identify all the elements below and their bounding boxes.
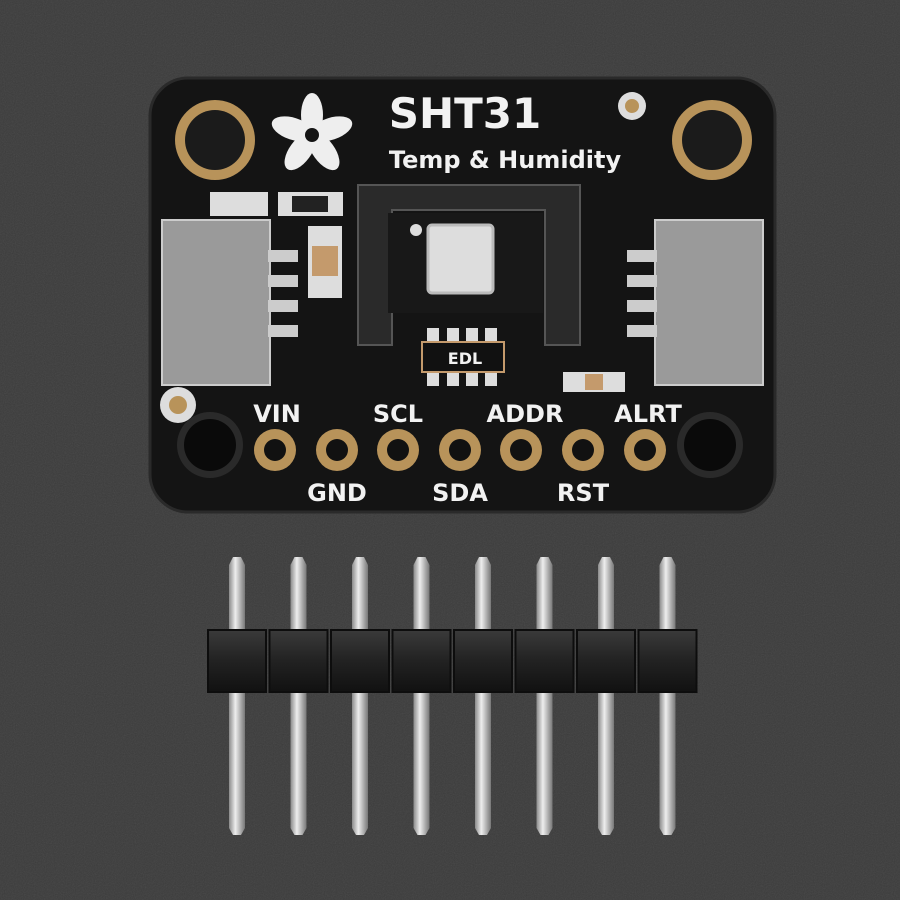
header-pin (229, 557, 245, 835)
sht31-sensor-chip (410, 223, 495, 295)
pad-vin (254, 429, 296, 471)
header-pads (254, 429, 666, 471)
header-plastic-segment (453, 629, 513, 693)
label-addr: ADDR (487, 400, 564, 428)
level-shifter-chip: EDL (421, 328, 505, 386)
stemma-qt-connector-right (627, 219, 764, 386)
pad-scl (377, 429, 419, 471)
header-plastic-segment (514, 629, 575, 693)
label-alrt: ALRT (614, 400, 682, 428)
pad-rst (562, 429, 604, 471)
header-pin (659, 557, 676, 835)
sht31-breakout-board: SHT31 Temp & Humidity EDL (148, 76, 777, 514)
pad-addr (500, 429, 542, 471)
pad-alrt (624, 429, 666, 471)
header-plastic-segment (207, 629, 267, 693)
led (210, 192, 268, 216)
pad-sda (439, 429, 481, 471)
header-pin (290, 557, 307, 835)
header-plastic-segment (268, 629, 329, 693)
label-sda: SDA (432, 479, 488, 507)
header-plastic-segment (330, 629, 390, 693)
label-scl: SCL (373, 400, 423, 428)
pin-header-strip (207, 557, 698, 835)
label-vin: VIN (253, 400, 301, 428)
label-rst: RST (557, 479, 610, 507)
header-plastic-segment (637, 629, 698, 693)
header-pin (475, 557, 491, 835)
board-subtitle: Temp & Humidity (389, 146, 622, 174)
label-gnd: GND (307, 479, 367, 507)
header-plastic-segment (391, 629, 452, 693)
header-pin (598, 557, 614, 835)
header-plastic-segment (576, 629, 636, 693)
mounting-hole-bottom-right (677, 412, 743, 478)
header-pin (536, 557, 553, 835)
mounting-hole-top-left (175, 100, 255, 180)
mounting-hole-top-right (672, 100, 752, 180)
adafruit-flower-logo (271, 93, 353, 171)
mounting-hole-bottom-left (177, 412, 243, 478)
header-pin (352, 557, 368, 835)
chip-marking: EDL (448, 349, 482, 368)
pad-gnd (316, 429, 358, 471)
board-title: SHT31 (389, 89, 542, 138)
header-pin (413, 557, 430, 835)
stemma-qt-connector-left (161, 219, 298, 386)
